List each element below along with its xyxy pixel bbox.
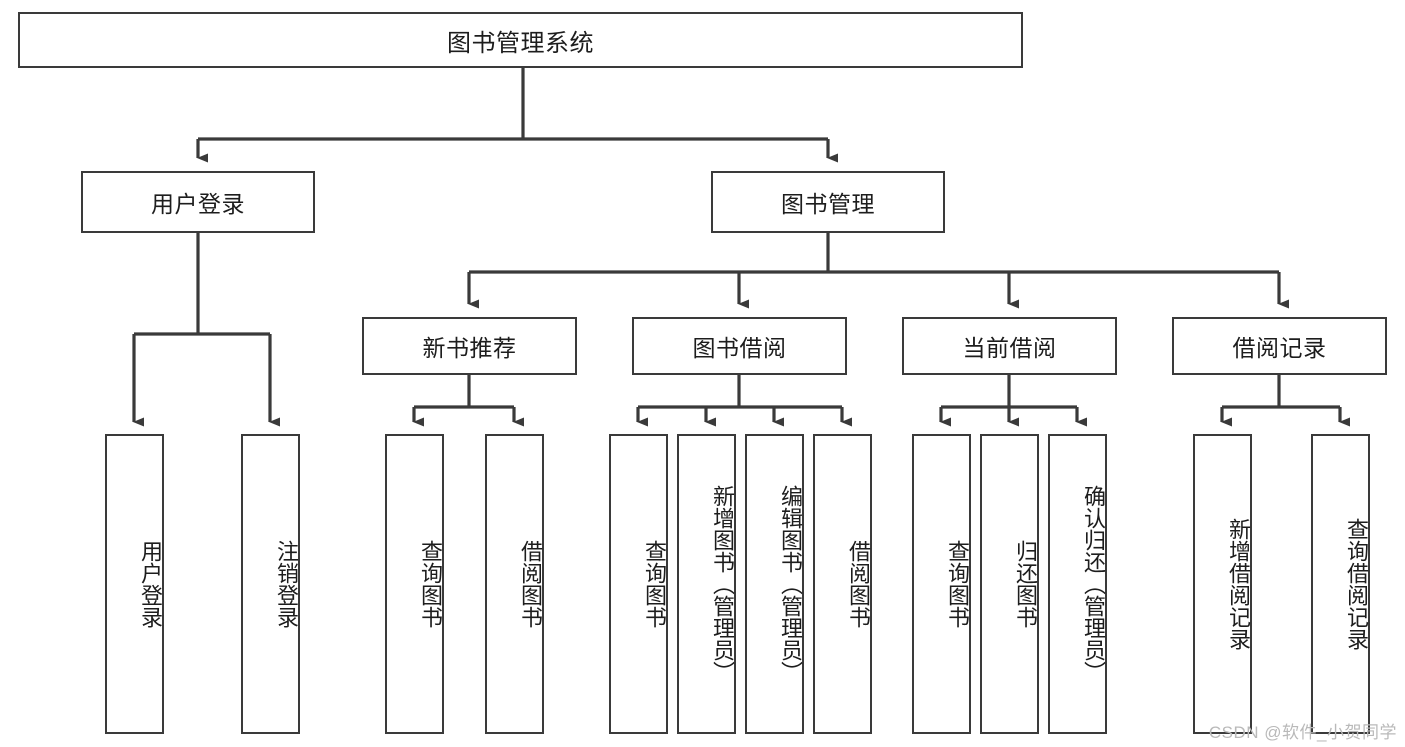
node-new-book-recommend[interactable]: 新书推荐 bbox=[362, 317, 577, 375]
leaf-book-borrow-borrow[interactable]: 借阅图书 bbox=[813, 434, 872, 734]
node-label: 图书管理 bbox=[781, 191, 875, 217]
leaf-user-login-signin[interactable]: 用户登录 bbox=[105, 434, 164, 734]
node-current-borrow[interactable]: 当前借阅 bbox=[902, 317, 1117, 375]
node-label: 图书借阅 bbox=[692, 335, 787, 361]
node-label: 查询图书 bbox=[945, 540, 970, 628]
node-label: 用户登录 bbox=[138, 540, 163, 628]
node-label: 借阅记录 bbox=[1232, 335, 1327, 361]
node-label: 借阅图书 bbox=[518, 540, 543, 628]
node-user-login[interactable]: 用户登录 bbox=[81, 171, 315, 233]
node-label: 归还图书 bbox=[1013, 540, 1038, 628]
node-label: 用户登录 bbox=[151, 191, 245, 217]
leaf-new-book-borrow[interactable]: 借阅图书 bbox=[485, 434, 544, 734]
node-label: 确认归还（管理员） bbox=[1081, 485, 1106, 683]
node-root-book-management-system[interactable]: 图书管理系统 bbox=[18, 12, 1023, 68]
leaf-new-book-query[interactable]: 查询图书 bbox=[385, 434, 444, 734]
node-label: 注销登录 bbox=[274, 540, 299, 628]
leaf-book-borrow-query[interactable]: 查询图书 bbox=[609, 434, 668, 734]
node-label: 新书推荐 bbox=[422, 335, 517, 361]
node-label: 编辑图书（管理员） bbox=[778, 485, 803, 683]
leaf-book-borrow-edit[interactable]: 编辑图书（管理员） bbox=[745, 434, 804, 734]
node-label: 当前借阅 bbox=[962, 335, 1057, 361]
leaf-current-borrow-query[interactable]: 查询图书 bbox=[912, 434, 971, 734]
leaf-current-borrow-confirm-return[interactable]: 确认归还（管理员） bbox=[1048, 434, 1107, 734]
leaf-current-borrow-return[interactable]: 归还图书 bbox=[980, 434, 1039, 734]
node-label: 新增图书（管理员） bbox=[710, 485, 735, 683]
node-label: 查询图书 bbox=[418, 540, 443, 628]
node-label: 新增借阅记录 bbox=[1226, 518, 1251, 650]
watermark: CSDN @软件_小贺同学 bbox=[1208, 723, 1397, 742]
leaf-borrow-record-add[interactable]: 新增借阅记录 bbox=[1193, 434, 1252, 734]
node-label: 图书管理系统 bbox=[447, 29, 594, 57]
leaf-book-borrow-add[interactable]: 新增图书（管理员） bbox=[677, 434, 736, 734]
leaf-user-login-signout[interactable]: 注销登录 bbox=[241, 434, 300, 734]
node-borrow-record[interactable]: 借阅记录 bbox=[1172, 317, 1387, 375]
node-book-borrow[interactable]: 图书借阅 bbox=[632, 317, 847, 375]
node-label: 查询图书 bbox=[642, 540, 667, 628]
node-label: 查询借阅记录 bbox=[1344, 518, 1369, 650]
node-label: 借阅图书 bbox=[846, 540, 871, 628]
node-book-management[interactable]: 图书管理 bbox=[711, 171, 945, 233]
leaf-borrow-record-query[interactable]: 查询借阅记录 bbox=[1311, 434, 1370, 734]
